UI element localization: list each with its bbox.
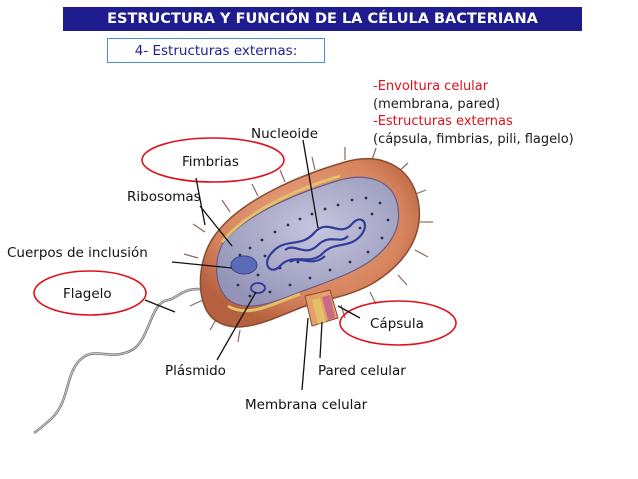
notes-list: -Envoltura celular (membrana, pared) -Es… [373,78,574,148]
label-capsula: Cápsula [370,316,424,332]
wall-cross-section [304,289,339,327]
label-pared-celular: Pared celular [318,363,406,379]
plasmid [250,282,266,294]
ring-flagelo [33,270,147,316]
note-envoltura: -Envoltura celular [373,79,489,94]
highlight-rings [33,137,457,346]
ring-fimbrias [141,137,285,183]
ribosomes [233,196,390,298]
note-estructuras-detail: (cápsula, fimbrias, pili, flagelo) [373,131,574,147]
label-flagelo: Flagelo [63,286,112,302]
label-ribosomas: Ribosomas [127,189,201,205]
membrane-layer [220,174,341,243]
label-fimbrias: Fimbrias [182,154,239,170]
label-plasmido: Plásmido [165,363,226,379]
cytoplasm [216,176,400,307]
label-membrana-celular: Membrana celular [245,397,368,413]
inclusion-body [230,255,258,275]
leader-lines [144,139,361,391]
label-cuerpos-inclusion: Cuerpos de inclusión [7,245,148,261]
nucleoid [265,218,367,271]
section-subtitle: 4- Estructuras externas: [107,38,325,63]
ring-capsula [339,300,457,346]
label-nucleoide: Nucleoide [251,126,319,142]
page-title: ESTRUCTURA Y FUNCIÓN DE LA CÉLULA BACTER… [63,7,582,31]
note-envoltura-detail: (membrana, pared) [373,96,501,112]
note-estructuras: -Estructuras externas [373,114,513,129]
flagellum [33,287,206,435]
